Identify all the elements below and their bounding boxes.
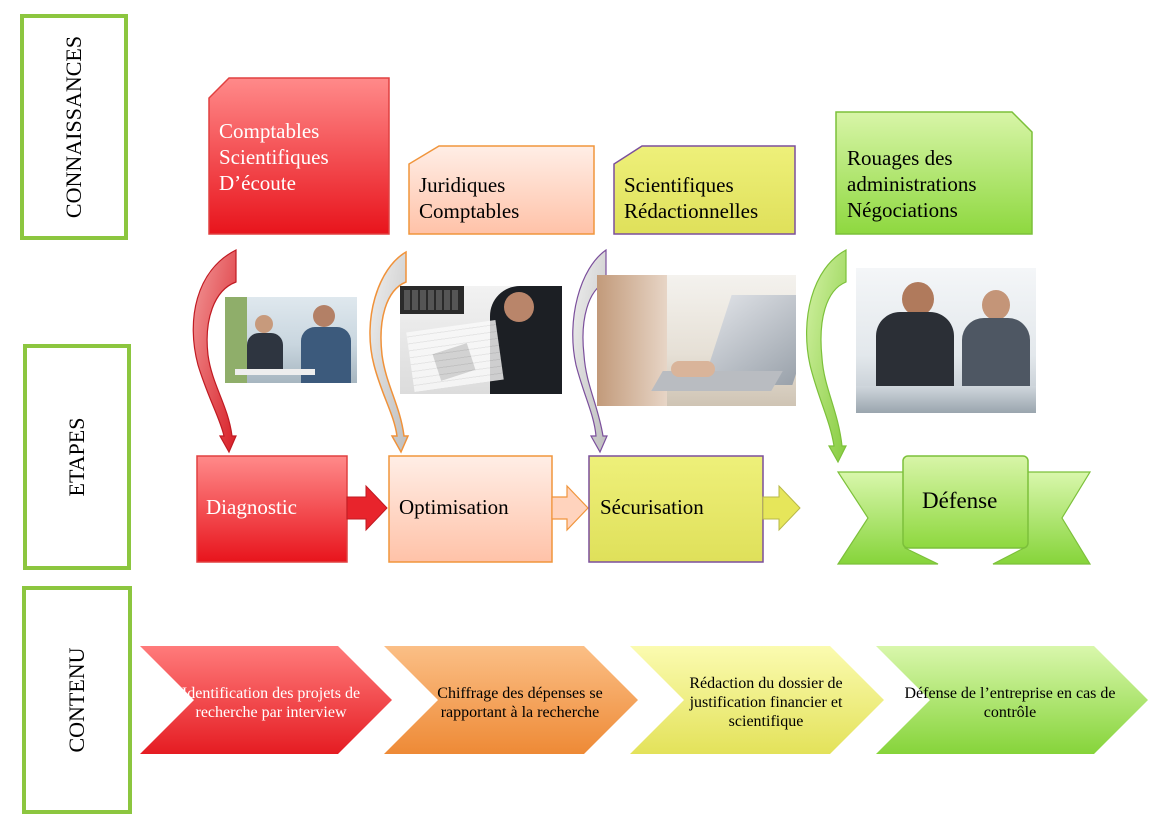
content-line: rapportant à la recherche [440,704,600,721]
row-label-etapes-text: ETAPES [64,417,89,497]
knowledge-line: Scientifiques [219,145,329,169]
curved-arrow-red [192,249,237,454]
content-line: Identification des projets de [181,685,361,702]
content-line: Défense de l’entreprise en cas de [904,685,1116,702]
knowledge-line: Négociations [847,198,958,222]
curved-arrow-orange [369,250,410,454]
step-arrow-1 [346,484,388,532]
knowledge-box-1 [208,77,390,235]
row-label-contenu: CONTENU [22,586,132,814]
row-label-etapes: ETAPES [23,344,131,570]
step-label-securisation: Sécurisation [600,495,704,519]
step-box-diagnostic [196,455,348,563]
knowledge-line: administrations [847,172,977,196]
knowledge-line: Comptables [419,199,520,223]
step-label-diagnostic: Diagnostic [206,495,297,519]
curved-arrow-yellow [572,248,608,454]
knowledge-line: Comptables [219,119,320,143]
content-text-2: Chiffrage des dépenses se rapportant à l… [404,684,636,722]
step-arrow-3 [762,484,801,532]
knowledge-line: Juridiques [419,173,506,197]
knowledge-text-2: Juridiques Comptables [419,172,519,224]
step-arrow-2 [551,484,589,532]
knowledge-box-4 [835,111,1033,235]
content-line: justification financier et [689,694,843,711]
content-chevron-2 [384,646,638,754]
content-line: Rédaction du dossier de [689,675,843,692]
content-line: contrôle [983,704,1037,721]
content-text-4: Défense de l’entreprise en cas de contrô… [880,684,1140,722]
content-text-3: Rédaction du dossier de justification fi… [650,674,882,731]
content-chevron-3 [630,646,884,754]
knowledge-box-2 [408,145,595,235]
ribbon-center [902,455,1029,549]
knowledge-text-3: Scientifiques Rédactionnelles [624,172,758,224]
knowledge-line: Rédactionnelles [624,199,759,223]
step-label-optimisation: Optimisation [399,495,509,519]
content-line: recherche par interview [195,704,347,721]
step-box-securisation [588,455,764,563]
content-line: Chiffrage des dépenses se [437,685,603,702]
knowledge-text-1: Comptables Scientifiques D’écoute [219,118,329,196]
step-box-optimisation [388,455,553,563]
photo-calculator [400,286,562,394]
row-label-connaissances: CONNAISSANCES [20,14,128,240]
photo-interview [225,297,357,383]
content-chevron-4 [876,646,1148,754]
step-label-defense: Défense [922,488,998,513]
content-chevron-1 [140,646,392,754]
knowledge-text-4: Rouages des administrations Négociations [847,145,977,223]
content-text-1: Identification des projets de recherche … [156,684,386,722]
photo-laptop [597,275,796,406]
content-line: scientifique [728,713,804,730]
curved-arrow-green [806,249,847,464]
photo-meeting [856,268,1036,413]
knowledge-line: Rouages des [847,146,953,170]
row-label-connaissances-text: CONNAISSANCES [61,35,86,219]
row-label-contenu-text: CONTENU [64,647,89,753]
knowledge-box-3 [613,145,796,235]
knowledge-line: Scientifiques [624,173,734,197]
knowledge-line: D’écoute [219,171,296,195]
